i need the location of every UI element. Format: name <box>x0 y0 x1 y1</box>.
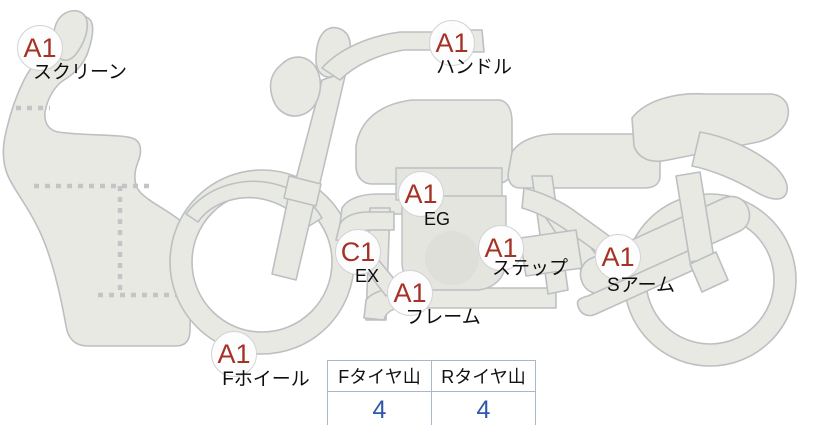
label-swing-arm: Sアーム <box>607 275 675 296</box>
swing-arm-lower <box>576 249 699 317</box>
rear-grab-rail <box>691 131 788 200</box>
header-rear-tire: Rタイヤ山 <box>431 360 536 392</box>
seat <box>507 133 661 189</box>
badge-handle[interactable]: A1 <box>429 20 475 66</box>
value-front-tire: 4 <box>327 391 432 425</box>
label-exhaust: EX <box>354 266 380 286</box>
label-frame: フレーム <box>405 307 481 328</box>
badge-frame[interactable]: A1 <box>387 270 433 316</box>
label-handle: ハンドル <box>435 57 513 78</box>
rear-axle-plate <box>689 251 729 293</box>
table-header-row: Fタイヤ山 Rタイヤ山 <box>327 360 536 392</box>
label-step: ステップ <box>491 258 569 279</box>
header-front-tire: Fタイヤ山 <box>327 360 432 392</box>
badge-swing-arm[interactable]: A1 <box>595 234 641 280</box>
table-value-row: 4 4 <box>327 391 536 425</box>
badge-screen[interactable]: A1 <box>17 25 63 71</box>
headlight-shape <box>269 56 322 117</box>
badge-exhaust[interactable]: C1 <box>335 229 381 275</box>
fork-clamp <box>283 175 322 207</box>
fuel-tank <box>355 99 513 185</box>
engine-case-circle <box>425 231 479 285</box>
tire-tread-table: Fタイヤ山 Rタイヤ山 4 4 <box>327 360 536 425</box>
label-front-wheel: Fホイール <box>222 369 310 390</box>
label-screen: スクリーン <box>32 62 128 83</box>
badge-front-wheel[interactable]: A1 <box>211 331 257 377</box>
badge-step[interactable]: A1 <box>478 225 524 271</box>
value-rear-tire: 4 <box>431 391 536 425</box>
label-engine: EG <box>423 209 451 229</box>
badge-engine[interactable]: A1 <box>398 171 444 217</box>
rear-tail-cowl <box>631 92 790 162</box>
